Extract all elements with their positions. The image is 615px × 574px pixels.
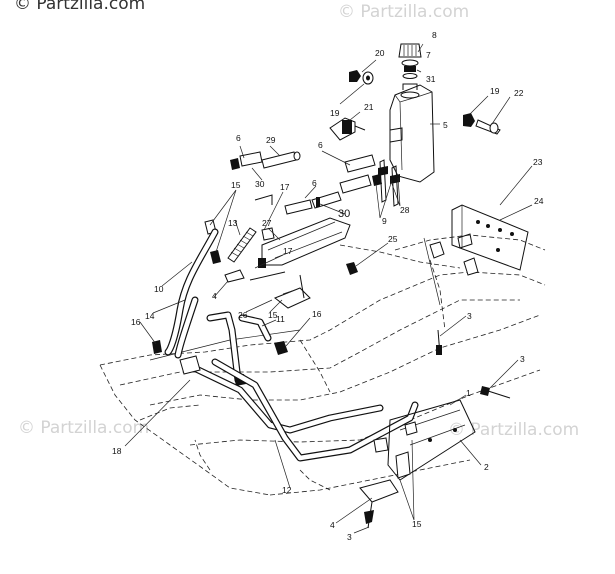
callout-29: 29 <box>266 135 276 145</box>
clamps-right <box>346 241 479 276</box>
support-bracket <box>224 269 311 309</box>
callout-20: 20 <box>375 48 385 58</box>
hose-fitting <box>329 117 366 141</box>
callout-6-top: 6 <box>236 133 241 143</box>
callout-15-upper: 15 <box>231 180 241 190</box>
callout-26: 26 <box>238 310 248 320</box>
callout-2: 2 <box>484 462 489 472</box>
small-hoses-center <box>284 154 382 215</box>
callout-16-center: 16 <box>312 309 322 319</box>
callout-9: 9 <box>382 216 387 226</box>
coolant-tank <box>389 83 435 183</box>
center-coolant-hoses <box>206 311 288 386</box>
long-coolant-hose-left <box>152 228 219 359</box>
callout-15-lower: 15 <box>412 519 422 529</box>
callout-15-center: 15 <box>268 310 278 320</box>
rivets-right <box>436 329 511 399</box>
callout-1: 1 <box>466 388 471 398</box>
callout-3-upper: 3 <box>467 311 472 321</box>
callout-14: 14 <box>145 311 155 321</box>
upper-left-clamps <box>204 194 275 264</box>
watermark-mid-right: © Partzilla.com <box>448 420 580 440</box>
callout-30-top: 30 <box>255 179 265 189</box>
watermark-top-left: © Partzilla.com <box>14 0 146 14</box>
callout-19-left: 19 <box>330 108 340 118</box>
callout-22: 22 <box>514 88 524 98</box>
callout-7: 7 <box>426 50 431 60</box>
callout-19-right: 19 <box>490 86 500 96</box>
radiator-cap <box>398 43 422 79</box>
callout-24: 24 <box>534 196 544 206</box>
callout-28: 28 <box>400 205 410 215</box>
callout-8: 8 <box>432 30 437 40</box>
lower-bracket <box>373 399 476 481</box>
callout-5: 5 <box>443 120 448 130</box>
callout-18: 18 <box>112 446 122 456</box>
nut-and-washer-left <box>349 70 374 85</box>
callout-27: 27 <box>262 218 272 228</box>
callout-3-right: 3 <box>520 354 525 364</box>
radiator-bracket <box>451 204 529 271</box>
callout-3-lower: 3 <box>347 532 352 542</box>
watermark-mid-left: © Partzilla.com <box>18 418 150 438</box>
callout-6-low: 6 <box>312 178 317 188</box>
callout-6-mid: 6 <box>318 140 323 150</box>
callout-31: 31 <box>426 74 436 84</box>
callout-11: 11 <box>276 314 285 324</box>
small-hoses-upper-left <box>230 151 301 170</box>
mounting-bolt <box>463 113 501 135</box>
callout-4-upper: 4 <box>212 291 217 301</box>
callout-16-left: 16 <box>131 317 141 327</box>
callout-23: 23 <box>533 157 543 167</box>
watermark-top-right: © Partzilla.com <box>338 2 470 22</box>
tank-outlet-fittings <box>378 127 403 207</box>
small-bracket-bottom <box>359 479 399 529</box>
callout-25: 25 <box>388 234 398 244</box>
callout-17-lower: 17 <box>283 246 293 256</box>
callout-21: 21 <box>364 102 374 112</box>
leader-lines <box>124 43 533 534</box>
callout-labels: 8 20 7 31 21 19 19 22 5 6 29 30 6 6 30 9… <box>112 30 544 542</box>
coiled-hose <box>227 227 257 263</box>
callout-17-upper: 17 <box>280 182 290 192</box>
callout-12: 12 <box>282 485 292 495</box>
callout-30-large: 30 <box>338 208 350 220</box>
heat-exchanger-tubes <box>179 355 419 462</box>
callout-13: 13 <box>228 218 238 228</box>
callout-4-lower: 4 <box>330 520 335 530</box>
chassis-outline <box>99 234 546 496</box>
callout-10: 10 <box>154 284 164 294</box>
